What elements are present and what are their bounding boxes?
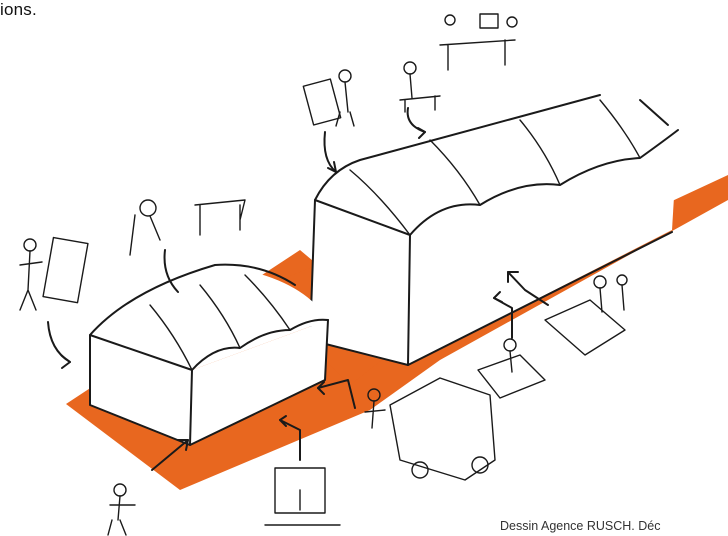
image-credit: Dessin Agence RUSCH. Déc <box>500 519 660 533</box>
